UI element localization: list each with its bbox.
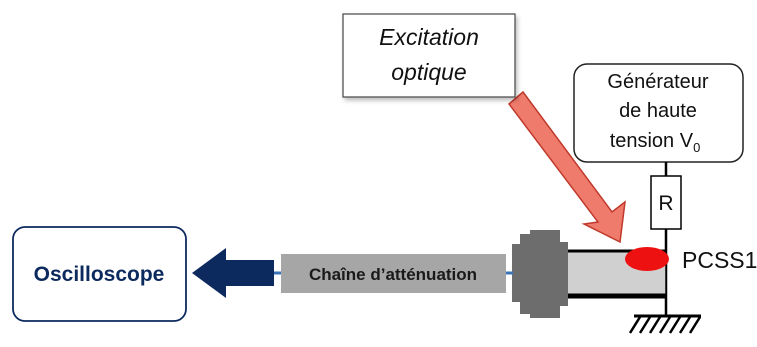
excitation-box [342,13,516,98]
ground-hatch [628,316,702,334]
signal-arrow [192,248,274,298]
oscilloscope-label: Oscilloscope [34,263,165,286]
laser-beam-arrow [507,90,626,244]
connector [512,230,568,318]
pcss-component [625,247,669,271]
resistor-label: R [658,192,673,215]
attenuation-label: Chaîne d’atténuation [309,265,477,284]
excitation-label-line1: Excitation [379,24,479,50]
oscilloscope-box [12,226,187,322]
generator-box [573,63,744,163]
pcss-label: PCSS1 [682,247,757,273]
resistor [650,175,682,230]
attenuation-chain-box [281,254,506,293]
excitation-label-line2: optique [391,59,466,85]
generator-label-line2: de haute [619,100,697,122]
generator-label-line3: tension V0 [610,130,701,155]
generator-label-line1: Générateur [607,71,709,93]
